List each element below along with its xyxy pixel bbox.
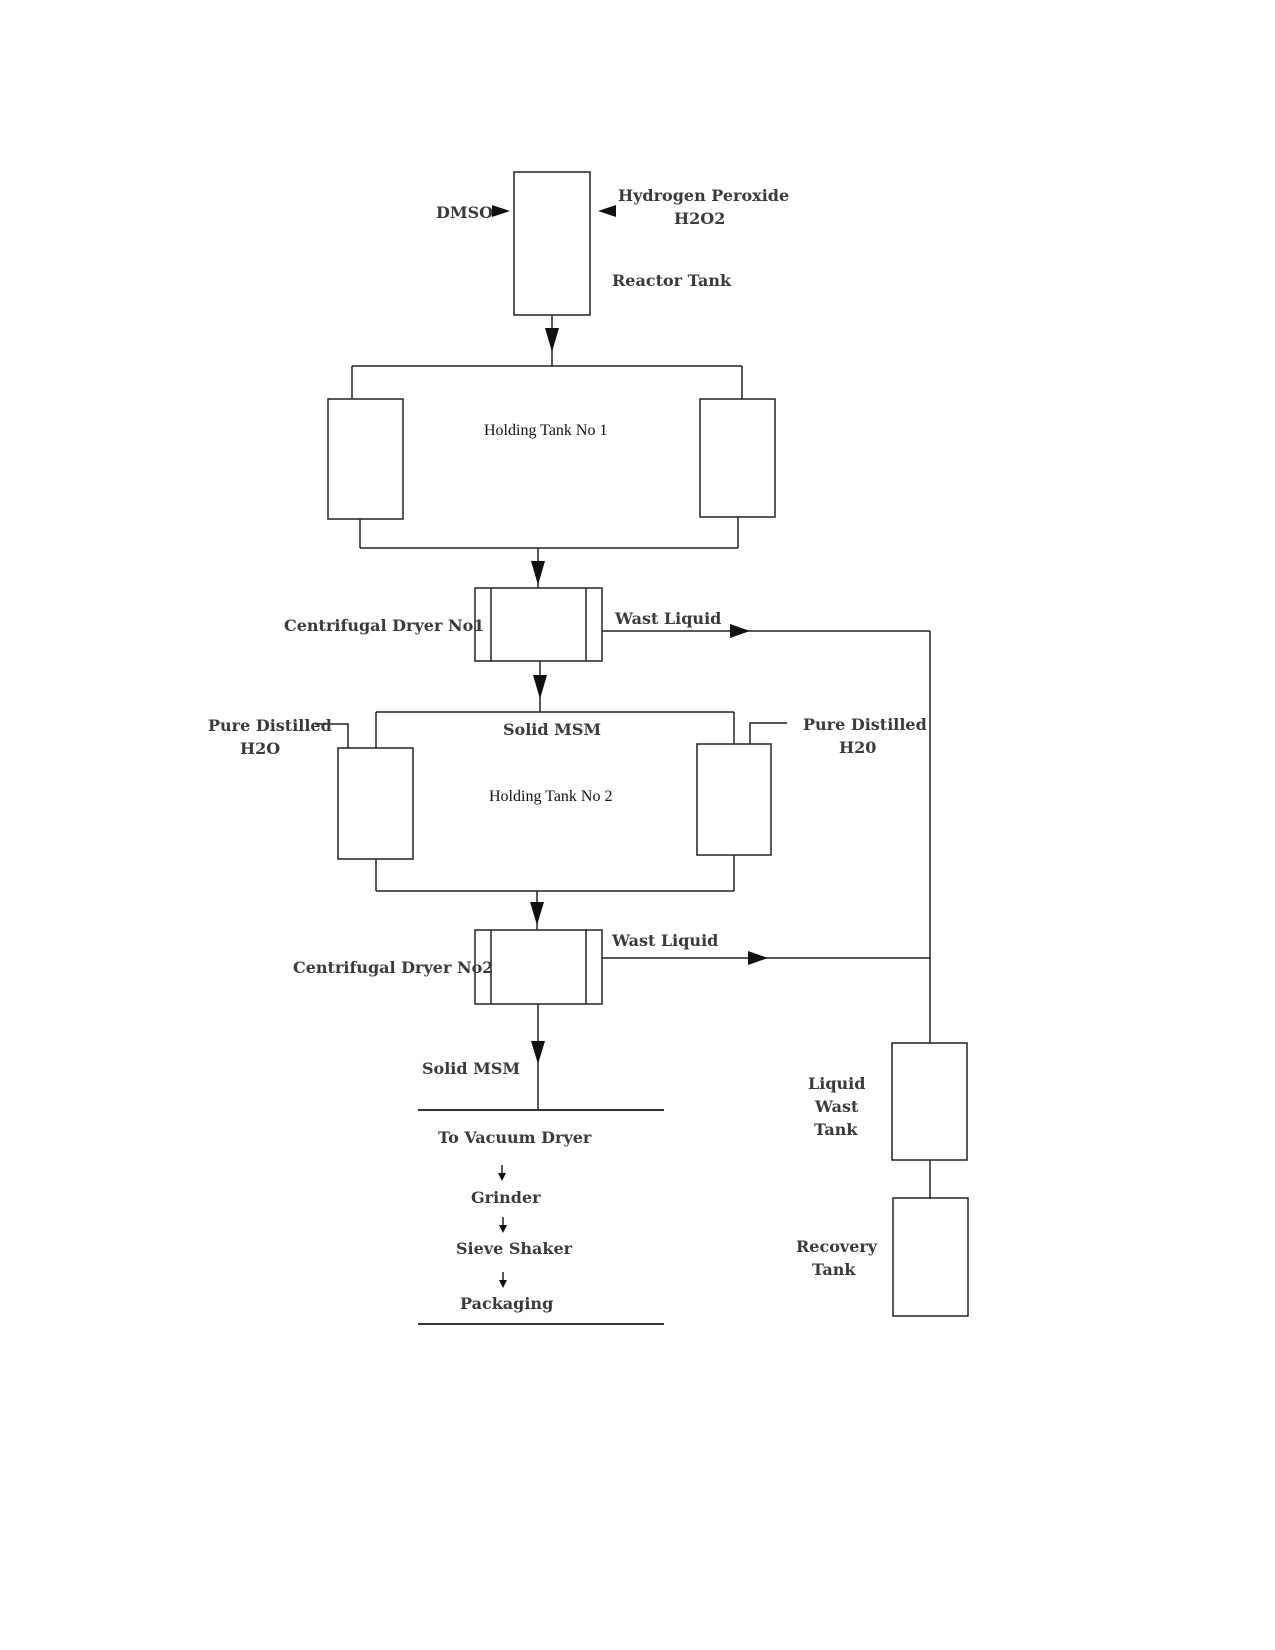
dryer-1-down-arrow bbox=[533, 675, 547, 699]
centrifugal-dryer-1-box bbox=[474, 587, 603, 662]
reactor-tank-box bbox=[513, 171, 591, 316]
solid-msm-2-label: Solid MSM bbox=[422, 1059, 520, 1078]
recovery-tank-label-line1: Recovery bbox=[796, 1237, 878, 1256]
wast-liquid-2-label: Wast Liquid bbox=[611, 931, 718, 950]
recovery-tank-box bbox=[892, 1197, 969, 1317]
holding-tank-2-right-box bbox=[696, 743, 772, 856]
liquid-wast-tank-label-line1: Liquid bbox=[808, 1074, 865, 1093]
reactor-tank-label: Reactor Tank bbox=[612, 271, 732, 290]
grinder-label: Grinder bbox=[471, 1188, 541, 1207]
wast-liquid-2-arrow bbox=[748, 951, 768, 965]
to-vacuum-dryer-label: To Vacuum Dryer bbox=[438, 1128, 592, 1147]
pure-distilled-left-label-line1: Pure Distilled bbox=[208, 716, 332, 735]
holding-tank-1-label: Holding Tank No 1 bbox=[484, 422, 607, 439]
h2o2-label-line2: H2O2 bbox=[674, 209, 725, 228]
wast-liquid-1-label: Wast Liquid bbox=[614, 609, 721, 628]
pure-distilled-left-feed bbox=[315, 723, 349, 748]
recovery-tank-label-line2: Tank bbox=[812, 1260, 856, 1279]
vacuum-to-grinder-arrow bbox=[498, 1173, 506, 1181]
h2o2-label-line1: Hydrogen Peroxide bbox=[618, 186, 789, 205]
h2o2-arrow bbox=[598, 205, 616, 217]
holding-tank-1-down-arrow bbox=[531, 561, 545, 585]
centrifugal-dryer-1-label: Centrifugal Dryer No1 bbox=[284, 616, 484, 635]
holding-tank-2-label: Holding Tank No 2 bbox=[489, 788, 612, 805]
solid-msm-1-label: Solid MSM bbox=[503, 720, 601, 739]
grinder-to-sieve-arrow bbox=[499, 1225, 507, 1233]
liquid-wast-tank-label-line3: Tank bbox=[814, 1120, 858, 1139]
centrifugal-dryer-2-label: Centrifugal Dryer No2 bbox=[293, 958, 493, 977]
sieve-shaker-label: Sieve Shaker bbox=[456, 1239, 573, 1258]
pure-distilled-right-label-line2: H20 bbox=[839, 738, 876, 757]
pure-distilled-left-label-line2: H2O bbox=[240, 739, 280, 758]
dryer-2-down-arrow bbox=[531, 1041, 545, 1064]
wast-liquid-1-arrow bbox=[730, 624, 750, 638]
centrifugal-dryer-2-box bbox=[474, 929, 603, 1005]
holding-tank-2-left-box bbox=[337, 747, 414, 860]
holding-tank-2-down-arrow bbox=[530, 902, 544, 925]
packaging-label: Packaging bbox=[460, 1294, 553, 1313]
liquid-wast-tank-box bbox=[891, 1042, 968, 1161]
pure-distilled-right-feed bbox=[749, 722, 787, 744]
pure-distilled-right-label-line1: Pure Distilled bbox=[803, 715, 927, 734]
holding-tank-1-right-box bbox=[699, 398, 776, 518]
holding-tank-1-left-box bbox=[327, 398, 404, 520]
reactor-down-arrow bbox=[545, 328, 559, 352]
dmso-label: DMSO bbox=[436, 203, 493, 222]
liquid-wast-tank-label-line2: Wast bbox=[814, 1097, 859, 1116]
dmso-arrow bbox=[492, 205, 510, 217]
sieve-to-packaging-arrow bbox=[499, 1280, 507, 1288]
